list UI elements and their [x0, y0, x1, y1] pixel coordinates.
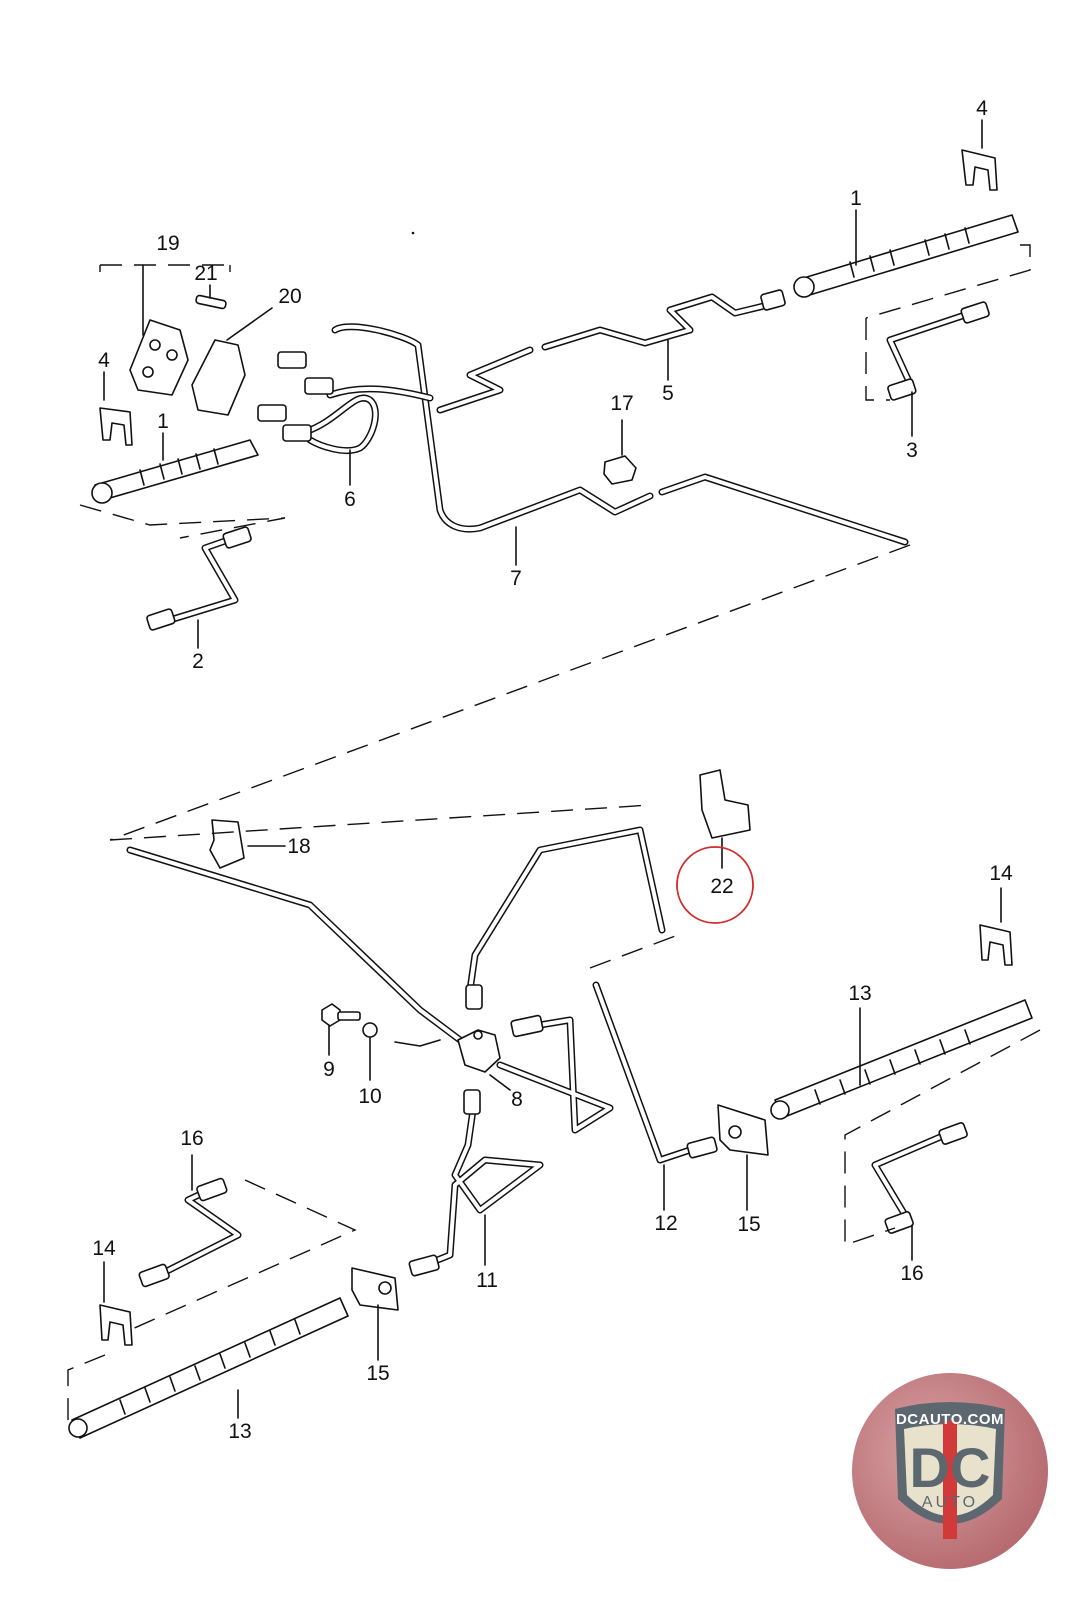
callout-13-left: 13 [228, 1420, 251, 1443]
brake-line-11 [408, 1089, 544, 1277]
callout-14-left: 14 [92, 1237, 116, 1260]
washer-10 [362, 1022, 378, 1038]
badge-subtitle: AUTO [922, 1494, 978, 1511]
callout-12: 12 [654, 1212, 677, 1235]
callout-1-left: 1 [157, 410, 169, 433]
callout-3: 3 [906, 439, 918, 462]
brake-line-16-right [871, 1122, 968, 1234]
bracket-19 [129, 319, 189, 396]
callout-8: 8 [511, 1088, 523, 1111]
brake-line-16-left [138, 1177, 242, 1288]
brake-line-6 [301, 385, 434, 455]
callout-4-right: 4 [976, 97, 988, 120]
bolt-9 [321, 1003, 361, 1027]
shield-icon: DC AUTO [895, 1402, 1005, 1539]
callout-21: 21 [194, 262, 217, 285]
brake-line-main-lower [126, 826, 694, 1164]
callout-9: 9 [323, 1058, 335, 1081]
brake-line-2 [146, 526, 252, 631]
brake-hose-13-right [770, 999, 1033, 1120]
callout-7: 7 [510, 567, 522, 590]
dcauto-watermark-badge: DC AUTO DCAUTO.COM [852, 1373, 1048, 1569]
callout-10: 10 [358, 1085, 381, 1108]
callout-14-right: 14 [989, 862, 1013, 885]
clip-17 [603, 455, 637, 485]
callout-5: 5 [662, 382, 674, 405]
clip-14-left [99, 1304, 133, 1346]
junction-8 [457, 1029, 501, 1073]
gasket-20 [191, 339, 246, 416]
brake-hose-1-right [793, 214, 1019, 298]
stud-21 [195, 294, 227, 310]
stray-dot [411, 231, 415, 235]
callout-22: 22 [710, 875, 733, 898]
fitting-top-junction [465, 984, 483, 1010]
brake-line-5 [436, 289, 786, 414]
brake-hose-1-left [91, 439, 259, 504]
callout-16-left: 16 [180, 1127, 203, 1150]
brake-line-right-branch [496, 1014, 614, 1134]
dashed-connectors-upper [79, 244, 1031, 841]
clip-14-right [979, 924, 1013, 966]
dashed-connectors-lower [67, 804, 1041, 1425]
callout-13-right: 13 [848, 982, 871, 1005]
callout-2: 2 [192, 650, 204, 673]
bracket-15-right [717, 1104, 769, 1156]
callout-4-left: 4 [98, 349, 110, 372]
callout-20: 20 [278, 285, 301, 308]
brake-line-7 [331, 323, 909, 546]
brake-hose-13-left [68, 1297, 349, 1439]
callout-18: 18 [287, 835, 310, 858]
bracket-15-left [351, 1267, 399, 1311]
highlight-circle-22 [676, 846, 754, 924]
callout-15-left: 15 [366, 1362, 389, 1385]
clip-22 [699, 769, 751, 839]
callout-19: 19 [156, 232, 179, 255]
clip-4-left [99, 407, 133, 446]
clip-18 [209, 819, 245, 869]
clip-4-right [961, 149, 998, 191]
callout-16-right: 16 [900, 1262, 923, 1285]
badge-site-name: DCAUTO.COM [895, 1411, 1005, 1428]
pipe-fittings-upper [257, 351, 334, 442]
monogram: DC [910, 1436, 991, 1499]
callout-6: 6 [344, 488, 356, 511]
brake-line-3 [886, 301, 990, 401]
leader-lines [103, 119, 1002, 1419]
callout-17: 17 [610, 392, 633, 415]
callout-1-right: 1 [850, 187, 862, 210]
callout-15-right: 15 [737, 1213, 760, 1236]
callout-11: 11 [476, 1269, 498, 1292]
